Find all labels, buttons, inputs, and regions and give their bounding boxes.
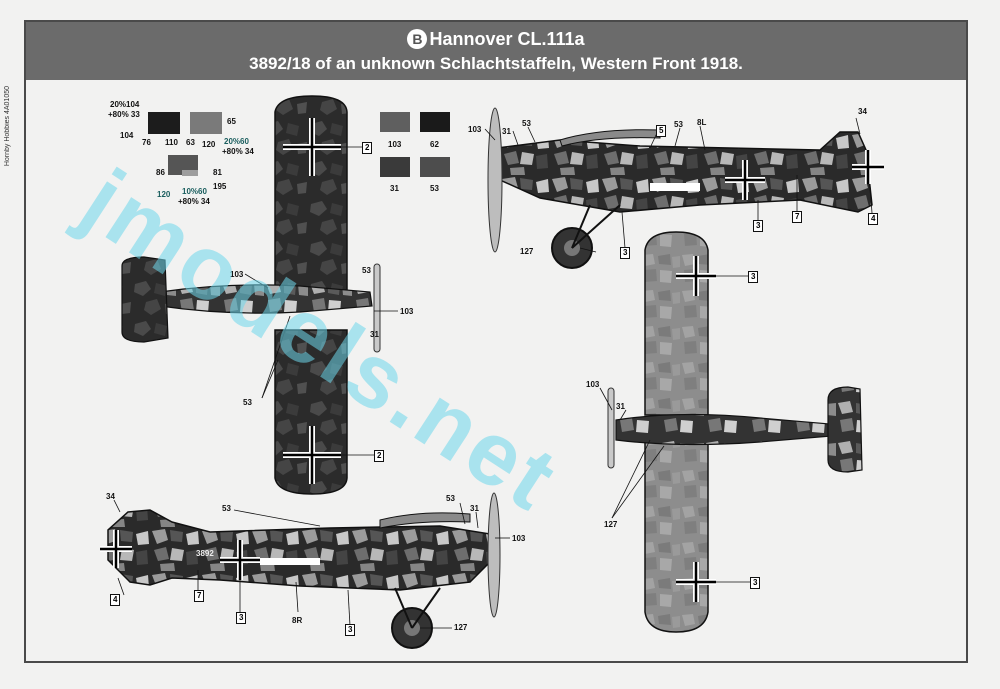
page-subtitle: 3892/18 of an unknown Schlachtstaffeln, … bbox=[249, 54, 743, 73]
swatch-code: 86 bbox=[156, 168, 165, 177]
decal-callout: 8L bbox=[697, 118, 707, 127]
page-title: Hannover CL.111a bbox=[429, 28, 585, 49]
swatch-dark bbox=[148, 112, 180, 134]
mix-note-b2: +80% 34 bbox=[222, 147, 254, 156]
color-callout: 127 bbox=[520, 247, 534, 256]
decal-callout: 3 bbox=[236, 612, 247, 624]
mix-note-a1: 20%104 bbox=[110, 100, 140, 109]
color-callout: 31 bbox=[470, 504, 479, 513]
plan-tailplane bbox=[121, 256, 169, 343]
decal-callout: 34 bbox=[858, 107, 867, 116]
side-propeller-right bbox=[487, 107, 503, 253]
under-tailplane bbox=[827, 386, 863, 473]
color-callout: 103 bbox=[586, 380, 600, 389]
color-callout: 53 bbox=[243, 398, 252, 407]
color-key-code: 53 bbox=[430, 184, 439, 193]
swatch-code: 120 bbox=[202, 140, 216, 149]
decal-callout: 3 bbox=[753, 220, 764, 232]
decal-callout: 34 bbox=[106, 492, 115, 501]
plan-fuselage bbox=[159, 284, 373, 314]
mix-note-b1: 20%60 bbox=[224, 137, 249, 146]
mix-note-c2: +80% 34 bbox=[178, 197, 210, 206]
color-callout: 53 bbox=[522, 119, 531, 128]
swatch-code: 81 bbox=[213, 168, 222, 177]
scheme-badge: B bbox=[407, 29, 428, 50]
color-key-code: 31 bbox=[390, 184, 399, 193]
color-callout: 103 bbox=[512, 534, 526, 543]
color-key-code: 103 bbox=[388, 140, 402, 149]
swatch-code: 76 bbox=[142, 138, 151, 147]
mix-note-c1: 10%60 bbox=[182, 187, 207, 196]
side-fuselage-right bbox=[496, 131, 873, 213]
swatch-code: 120 bbox=[157, 190, 171, 199]
swatch-code: 110 bbox=[165, 138, 178, 147]
color-callout: 53 bbox=[362, 266, 371, 275]
color-callout: 53 bbox=[446, 494, 455, 503]
color-callout: 31 bbox=[616, 402, 625, 411]
color-key-swatch bbox=[420, 112, 450, 132]
color-callout: 31 bbox=[502, 127, 511, 136]
color-callout: 31 bbox=[370, 330, 379, 339]
side-view-left bbox=[100, 492, 510, 649]
mix-note-a2: +80% 33 bbox=[108, 110, 140, 119]
decal-callout: 2 bbox=[374, 450, 385, 462]
side-view-right bbox=[484, 107, 884, 269]
color-key-swatch bbox=[380, 157, 410, 177]
decal-callout: 3 bbox=[750, 577, 761, 589]
decal-callout: 4 bbox=[110, 594, 121, 606]
decal-callout: 4 bbox=[868, 213, 879, 225]
swatch-grey bbox=[190, 112, 222, 134]
color-callout: 127 bbox=[454, 623, 468, 632]
decal-callout: 3 bbox=[620, 247, 631, 259]
decal-callout: 5 bbox=[656, 125, 667, 137]
decal-callout: 7 bbox=[792, 211, 803, 223]
underside-view bbox=[599, 231, 863, 633]
swatch-legend bbox=[148, 112, 222, 176]
swatch-code: 104 bbox=[120, 131, 134, 140]
color-key-swatch bbox=[420, 157, 450, 177]
color-callout: 103 bbox=[230, 270, 244, 279]
color-callout: 103 bbox=[400, 307, 414, 316]
swatch-code: 65 bbox=[227, 117, 236, 126]
decal-callout: 3 bbox=[345, 624, 356, 636]
under-fuselage bbox=[615, 413, 833, 446]
upper-wing-side-left bbox=[379, 512, 471, 529]
decal-callout: 2 bbox=[362, 142, 373, 154]
decal-callout: 7 bbox=[194, 590, 205, 602]
color-key-swatch bbox=[380, 112, 410, 132]
color-callout: 53 bbox=[222, 504, 231, 513]
lower-wing-right bbox=[644, 439, 709, 633]
color-key-code: 62 bbox=[430, 140, 439, 149]
swatch-code: 195 bbox=[213, 182, 227, 191]
plan-view-top bbox=[121, 95, 398, 495]
plan-propeller bbox=[373, 263, 381, 353]
side-propeller-left bbox=[487, 492, 501, 618]
color-callout: 127 bbox=[604, 520, 618, 529]
decal-callout: 8R bbox=[292, 616, 303, 625]
serial-number: 3892 bbox=[196, 549, 214, 558]
side-fuselage-left bbox=[107, 509, 493, 591]
color-callout: 103 bbox=[468, 125, 482, 134]
sheet-border bbox=[24, 20, 968, 663]
under-propeller bbox=[607, 387, 615, 469]
decal-callout: 3 bbox=[748, 271, 759, 283]
swatch-code: 63 bbox=[186, 138, 195, 147]
color-callout: 53 bbox=[674, 120, 683, 129]
